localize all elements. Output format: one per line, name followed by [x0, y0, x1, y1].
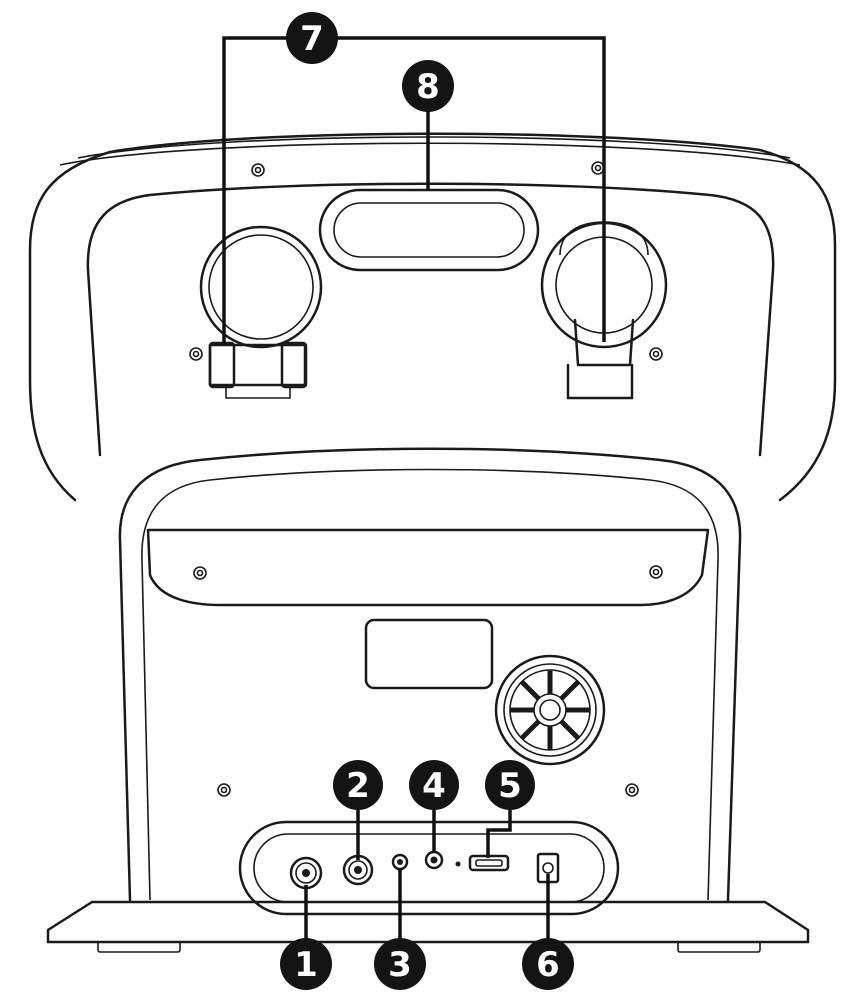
- body-inner-edge: [141, 468, 719, 901]
- port-2: [342, 854, 374, 886]
- screw-head-right: [591, 161, 605, 175]
- callout-6-label: 6: [536, 945, 560, 985]
- callout-5: 5: [485, 760, 535, 810]
- callout-3: 3: [374, 938, 426, 990]
- handpiece-holder-left: [199, 225, 323, 399]
- callout-4-label: 4: [422, 766, 446, 806]
- callout-5-label: 5: [498, 766, 522, 806]
- head-outer-shell: [28, 132, 837, 502]
- label-plate: [364, 618, 494, 690]
- callout-7-label: 7: [300, 19, 324, 59]
- screw-body-upper-right: [649, 565, 663, 579]
- screw-holder-right: [649, 347, 663, 361]
- port-1: [289, 856, 323, 890]
- head-shell-rim-inner: [77, 136, 791, 159]
- rear-upper-panel: [146, 528, 710, 607]
- head-panel: [86, 182, 775, 457]
- screw-body-upper-left: [193, 566, 207, 580]
- screw-body-lower-left: [217, 783, 231, 797]
- foot-right: [677, 941, 761, 953]
- foot-left: [97, 941, 181, 953]
- screw-body-lower-right: [625, 783, 639, 797]
- callout-2: 2: [333, 760, 383, 810]
- fan-grille: [494, 654, 606, 766]
- callout-1: 1: [280, 938, 332, 990]
- callout-8: 8: [402, 60, 454, 112]
- callout-1-label: 1: [294, 945, 318, 985]
- port-3: [391, 853, 409, 871]
- body-outer: [118, 447, 742, 902]
- leader-7: [222, 36, 606, 345]
- port-4: [424, 850, 444, 870]
- port-5: [468, 854, 510, 872]
- indicator-dot: [455, 861, 461, 867]
- leader-5: [486, 800, 512, 858]
- screw-holder-left: [189, 347, 203, 361]
- carry-handle: [318, 188, 540, 272]
- callout-6: 6: [522, 938, 574, 990]
- callout-2-label: 2: [346, 766, 370, 806]
- callout-4: 4: [409, 760, 459, 810]
- callout-3-label: 3: [388, 945, 412, 985]
- callout-7: 7: [286, 12, 338, 64]
- screw-head-left: [251, 163, 265, 177]
- base-plate: [46, 900, 810, 944]
- callout-8-label: 8: [416, 67, 440, 107]
